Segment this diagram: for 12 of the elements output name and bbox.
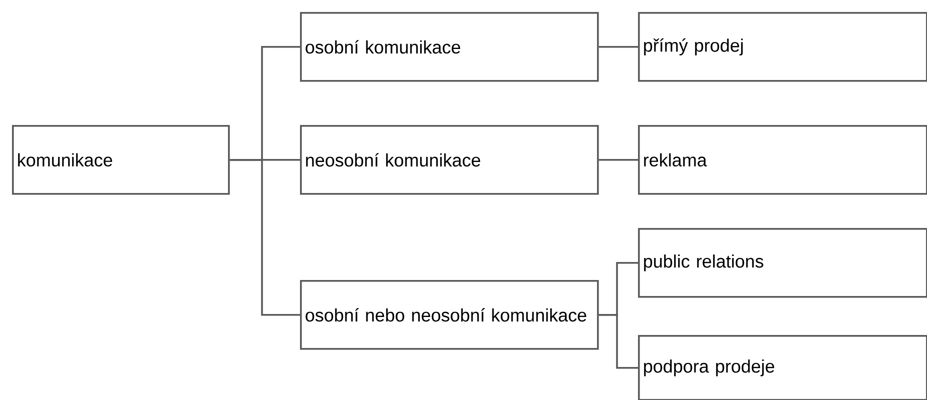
text-box: public relations	[638, 228, 927, 298]
text-box: reklama	[638, 125, 927, 195]
connector-line	[228, 159, 300, 316]
connector-line	[598, 159, 638, 161]
text-box: komunikace	[12, 125, 230, 195]
text-box: podpora prodeje	[638, 335, 927, 400]
text-box: osobní nebo neosobní komunikace	[300, 280, 599, 350]
connector-line	[598, 46, 638, 48]
text-box: přímý prodej	[638, 12, 927, 82]
connector-line	[598, 314, 638, 369]
text-box: neosobní komunikace	[300, 125, 599, 195]
text-box: osobní komunikace	[300, 12, 599, 82]
